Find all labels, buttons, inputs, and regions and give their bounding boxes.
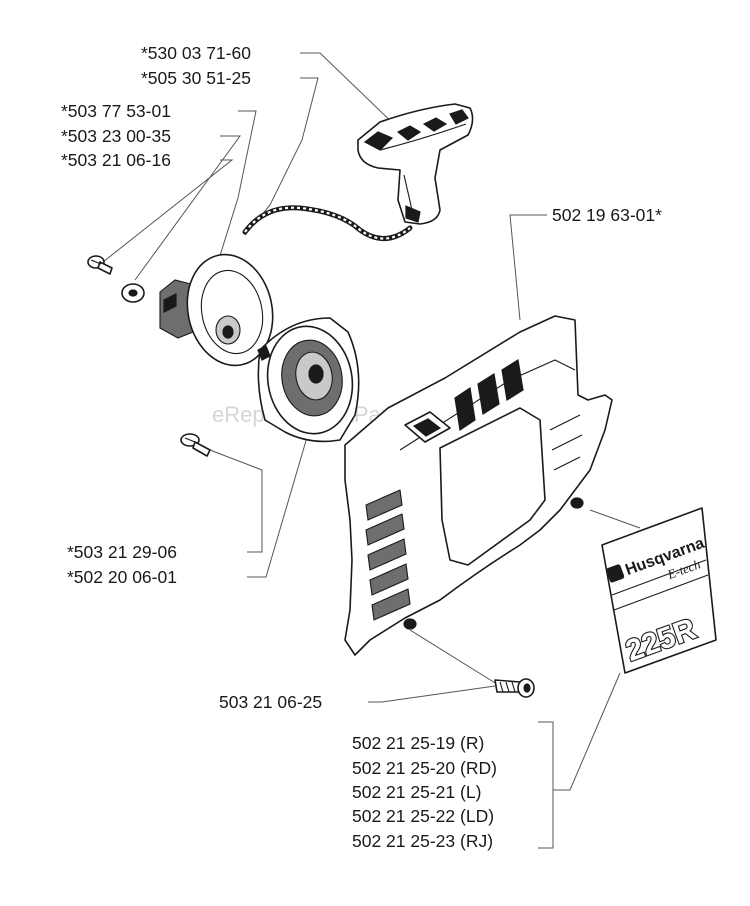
label-decal-rj: 502 21 25-23 (RJ) bbox=[352, 831, 493, 851]
leader-pulley bbox=[217, 110, 257, 263]
starter-rope bbox=[242, 205, 413, 241]
leader-rope bbox=[244, 77, 319, 236]
cover-screw bbox=[494, 678, 535, 698]
small-screw bbox=[87, 255, 113, 275]
leader-screw-hole bbox=[409, 629, 501, 687]
bracket-decals bbox=[538, 721, 554, 849]
label-cover: 502 19 63-01* bbox=[552, 205, 662, 225]
starter-handle bbox=[357, 103, 474, 225]
leader-cover-hole bbox=[589, 509, 641, 529]
label-decal-r: 502 21 25-19 (R) bbox=[352, 733, 484, 753]
label-decal-ld: 502 21 25-22 (LD) bbox=[352, 806, 494, 826]
label-housing: *502 20 06-01 bbox=[67, 567, 177, 587]
leader-decal bbox=[553, 672, 621, 791]
leader-small-screw bbox=[102, 159, 234, 263]
label-housing-screw: *503 21 29-06 bbox=[67, 542, 177, 562]
starter-housing bbox=[257, 317, 360, 443]
label-handle: *530 03 71-60 bbox=[141, 43, 251, 63]
leader-cover bbox=[509, 214, 547, 321]
label-pulley-3: *503 21 06-16 bbox=[61, 150, 171, 170]
decal: Husqvarna E-tech 225R bbox=[601, 507, 717, 674]
part-number-labels: *530 03 71-60 *505 30 51-25 *503 77 53-0… bbox=[61, 43, 662, 851]
leader-washer bbox=[134, 135, 241, 281]
starter-pulley bbox=[159, 253, 274, 367]
leader-lines bbox=[102, 52, 641, 849]
label-decal-l: 502 21 25-21 (L) bbox=[352, 782, 481, 802]
housing-screw bbox=[180, 433, 211, 457]
cylinder-cover bbox=[344, 315, 613, 656]
leader-handle bbox=[300, 52, 401, 131]
leader-housing bbox=[247, 409, 316, 578]
washer bbox=[121, 283, 145, 303]
label-pulley-1: *503 77 53-01 bbox=[61, 101, 171, 121]
label-screw: 503 21 06-25 bbox=[219, 692, 322, 712]
leader-housing-screw bbox=[209, 449, 263, 553]
leader-screw bbox=[368, 685, 496, 703]
label-decal-rd: 502 21 25-20 (RD) bbox=[352, 758, 497, 778]
label-rope: *505 30 51-25 bbox=[141, 68, 251, 88]
label-pulley-2: *503 23 00-35 bbox=[61, 126, 171, 146]
